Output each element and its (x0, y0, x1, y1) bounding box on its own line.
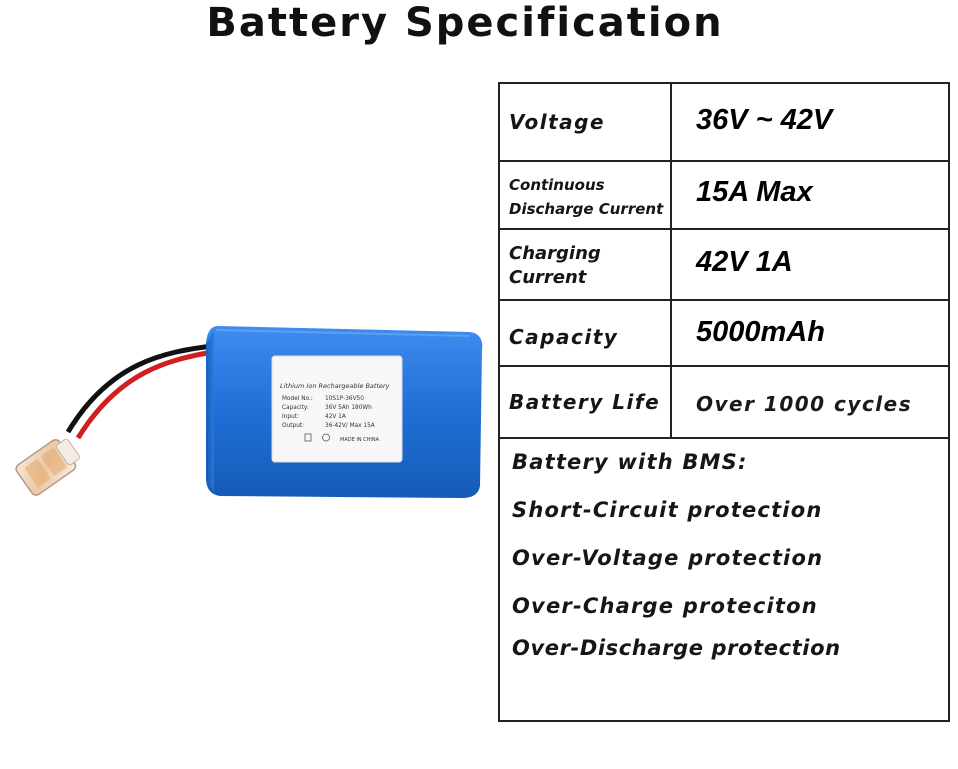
black-wire (65, 343, 213, 434)
connector (15, 438, 80, 496)
page-title: Battery Specification (206, 0, 724, 46)
svg-text:Lithium Ion Rechargeable Batte: Lithium Ion Rechargeable Battery (280, 382, 390, 390)
spec-value-voltage: 36V ~ 42V (696, 104, 833, 136)
row-divider (500, 365, 948, 367)
red-wire (75, 349, 213, 440)
svg-text:Model No.:: Model No.: (282, 396, 313, 402)
svg-text:42V 1A: 42V 1A (325, 414, 346, 420)
row-divider (500, 299, 948, 301)
spec-value-capacity: 5000mAh (696, 316, 825, 348)
spec-label-discharge-line2: Discharge Current (509, 200, 664, 218)
spec-label-discharge-line1: Continuous (509, 176, 605, 194)
spec-label-charging-line1: Charging (509, 243, 601, 264)
spec-value-discharge: 15A Max (696, 176, 813, 208)
spec-label-charging: Charging Current (509, 242, 601, 290)
svg-text:Output:: Output: (282, 423, 304, 429)
svg-text:Capacity:: Capacity: (282, 405, 309, 411)
spec-label-discharge: Continuous Discharge Current (509, 173, 663, 221)
bms-feature-over-voltage: Over-Voltage protection (512, 546, 824, 570)
svg-text:MADE IN CHINA: MADE IN CHINA (340, 437, 380, 443)
spec-label-battery-life: Battery Life (509, 390, 661, 414)
bms-heading: Battery with BMS: (512, 450, 748, 474)
svg-text:10S1P-36V50: 10S1P-36V50 (325, 396, 364, 402)
spec-label-charging-line2: Current (509, 267, 587, 288)
column-divider (670, 84, 672, 439)
spec-label-voltage: Voltage (509, 110, 606, 134)
row-divider (500, 228, 948, 230)
spec-value-battery-life: Over 1000 cycles (696, 392, 913, 416)
spec-value-charging: 42V 1A (696, 246, 793, 278)
spec-label-capacity: Capacity (509, 325, 619, 349)
row-divider (500, 160, 948, 162)
battery-image: Lithium Ion Rechargeable Battery Model N… (15, 326, 483, 498)
svg-text:36V 5Ah 180Wh: 36V 5Ah 180Wh (325, 405, 372, 411)
spec-table: Voltage 36V ~ 42V Continuous Discharge C… (498, 82, 950, 722)
svg-text:Input:: Input: (282, 414, 299, 420)
bms-feature-over-charge: Over-Charge proteciton (512, 594, 818, 618)
row-divider (500, 437, 948, 439)
bms-feature-over-discharge: Over-Discharge protection (512, 636, 841, 660)
bms-feature-short-circuit: Short-Circuit protection (512, 498, 823, 522)
svg-text:36-42V/ Max 15A: 36-42V/ Max 15A (325, 423, 375, 429)
